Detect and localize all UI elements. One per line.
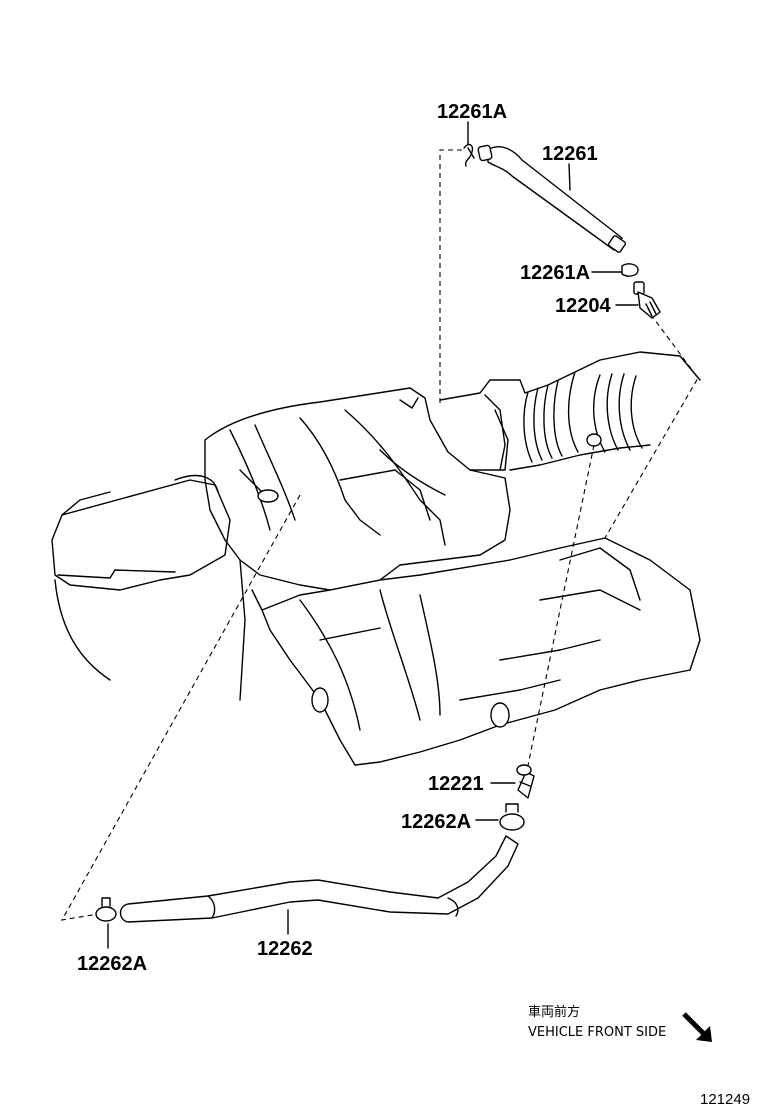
hose-clamp-left <box>95 897 117 922</box>
direction-text-japanese: 車両前方 <box>528 1004 580 1020</box>
label-12204: 12204 <box>555 295 611 317</box>
figure-number: 121249 <box>700 1091 750 1108</box>
ventilation-hose-upper <box>477 144 627 253</box>
arrow-down-right-icon <box>682 1012 712 1042</box>
direction-indicator: 車両前方 VEHICLE FRONT SIDE <box>528 1004 712 1042</box>
pcv-valve <box>633 281 661 319</box>
label-12262: 12262 <box>257 938 313 960</box>
part-labels: 12261A 12261 12261A 12204 12221 12262A 1… <box>77 101 611 975</box>
label-12221: 12221 <box>428 773 484 795</box>
hose-clip-upper-bottom <box>621 263 639 277</box>
label-12261: 12261 <box>542 143 598 165</box>
direction-text-english: VEHICLE FRONT SIDE <box>528 1025 666 1040</box>
label-12262a-left: 12262A <box>77 953 147 975</box>
hose-clamp-right <box>499 803 525 831</box>
union-fitting <box>516 764 535 799</box>
label-12261a-bottom: 12261A <box>520 262 590 284</box>
hose-clip-upper-top <box>463 143 475 167</box>
label-12261a-top: 12261A <box>437 101 507 123</box>
label-12262a-right: 12262A <box>401 811 471 833</box>
callout-leaders <box>107 121 639 949</box>
ventilation-hose-lower <box>119 835 519 923</box>
engine-illustration <box>51 351 701 766</box>
